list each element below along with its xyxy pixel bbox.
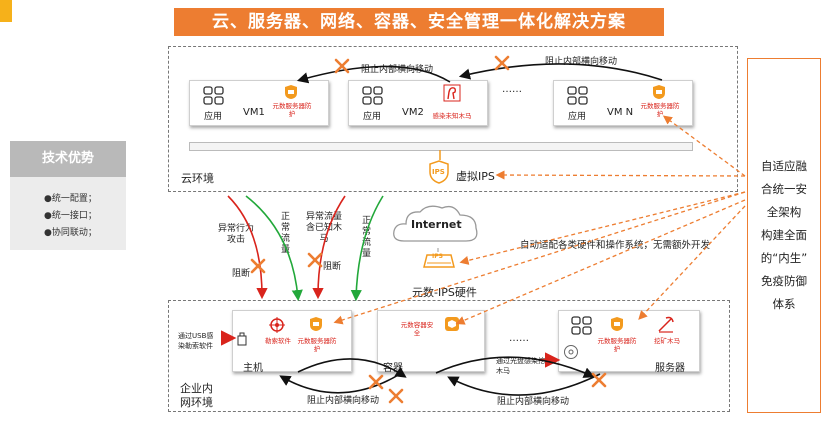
block-label: 阻断 <box>323 262 342 272</box>
cloud-bus <box>189 142 693 151</box>
flow-normal-label: 正常流量 <box>281 212 291 255</box>
corner-accent <box>0 0 12 22</box>
hw-ips-label: 元数-IPS硬件 <box>412 286 477 299</box>
usb-infection-text: 通过USB感染勒索软件 <box>178 332 214 350</box>
server-label: 服务器 <box>655 363 685 374</box>
adapt-text: 自动适配各类硬件和操作系统，无需额外开发 <box>520 240 711 251</box>
flow-abnormal-label: 异常行为攻击 <box>218 224 255 245</box>
vm1-name: VM1 <box>243 107 265 118</box>
miner-label: 挖矿木马 <box>654 337 680 345</box>
enterprise-label: 企业内网环境 <box>180 382 213 409</box>
host-label: 主机 <box>243 363 263 374</box>
usb-device-icon <box>237 332 247 346</box>
app-grid-icon <box>203 86 224 105</box>
internet-label: Internet <box>411 218 462 231</box>
advantages-list: ●统一配置； ●统一接口； ●协同联动； <box>10 177 126 250</box>
block-label: 阻断 <box>232 269 251 279</box>
abnormal-flow-arrow <box>312 195 346 300</box>
side-note-box: 自适应融 合统一安 全架构 构建全面 的“内生” 免疫防御 体系 <box>747 58 821 413</box>
ips-shield-icon <box>429 160 449 184</box>
side-note-line: 免疫防御 <box>761 274 807 288</box>
block-x-icon <box>250 252 323 274</box>
trojan-horse-icon <box>443 84 461 102</box>
abnormal-flow-arrow <box>227 195 268 300</box>
app-grid-icon <box>571 316 592 335</box>
advantage-item: ●协同联动； <box>44 228 97 238</box>
vm-ellipsis: …… <box>502 84 522 95</box>
ips-icon-text: IPS <box>432 168 445 176</box>
shield-badge-icon <box>285 85 297 99</box>
side-note-line: 合统一安 <box>761 182 807 196</box>
vm2-threat-label: 感染未知木马 <box>432 112 472 120</box>
container-agent-label: 元数容器安全 <box>400 321 434 337</box>
container-label: 容器 <box>383 363 403 374</box>
server-card[interactable]: 元数服务器防护 挖矿木马 服务器 <box>558 310 700 374</box>
ransomware-label: 勒索软件 <box>265 337 291 345</box>
block-lateral-label: 阻止内部横向移动 <box>307 396 380 406</box>
flow-normal-label: 正常流量 <box>362 216 372 259</box>
shield-badge-icon <box>611 317 623 331</box>
side-note-line: 体系 <box>772 297 796 311</box>
target-icon <box>269 317 285 333</box>
app-grid-icon <box>362 86 383 105</box>
shield-badge-icon <box>653 85 665 99</box>
vmn-name: VM N <box>607 107 634 118</box>
host-agent-label: 元数服务器防护 <box>297 337 337 353</box>
vm2-name: VM2 <box>402 107 424 118</box>
mining-icon <box>658 316 674 333</box>
vm2-app-label: 应用 <box>363 112 382 122</box>
block-lateral-label: 阻止内部横向移动 <box>361 65 434 75</box>
server-agent-label: 元数服务器防护 <box>597 337 637 353</box>
advantages-heading: 技术优势 <box>10 141 126 177</box>
side-note-text: 自适应融 合统一安 全架构 构建全面 的“内生” 免疫防御 体系 <box>748 155 820 316</box>
container-shield-icon <box>445 317 459 331</box>
app-grid-icon <box>567 86 588 105</box>
side-note-line: 构建全面 <box>761 228 807 242</box>
advantage-item: ●统一接口； <box>44 211 97 221</box>
page-title: 云、服务器、网络、容器、安全管理一体化解决方案 <box>174 8 664 36</box>
disc-infection-text: 通过光盘感染挖矿木马 <box>496 357 552 375</box>
block-lateral-label: 阻止内部横向移动 <box>497 397 570 407</box>
vm1-card[interactable]: 应用 VM1 元数服务器防护 <box>189 80 329 126</box>
vm1-app-label: 应用 <box>204 112 223 122</box>
vmn-app-label: 应用 <box>568 112 587 122</box>
hw-ips-icon-text: IPS <box>432 253 443 260</box>
vmn-agent-label: 元数服务器防护 <box>640 102 680 118</box>
container-card[interactable]: 元数容器安全 容器 <box>377 310 485 374</box>
virtual-ips-label: 虚拟IPS <box>456 170 495 183</box>
vm2-card[interactable]: 应用 VM2 感染未知木马 <box>348 80 488 126</box>
disc-icon <box>564 345 578 359</box>
side-note-line: 自适应融 <box>761 159 807 173</box>
host-card[interactable]: 勒索软件 元数服务器防护 主机 <box>232 310 352 374</box>
vm1-agent-label: 元数服务器防护 <box>272 102 312 118</box>
flow-abnormal-known-label: 异常流量含已知木马 <box>306 212 343 244</box>
cloud-label: 云环境 <box>181 172 214 185</box>
block-lateral-label: 阻止内部横向移动 <box>545 57 618 67</box>
shield-badge-icon <box>310 317 322 331</box>
container-ellipsis: …… <box>509 333 529 344</box>
side-note-line: 的“内生” <box>760 251 808 265</box>
vmn-card[interactable]: 应用 VM N 元数服务器防护 <box>553 80 693 126</box>
advantage-item: ●统一配置； <box>44 194 97 204</box>
side-note-line: 全架构 <box>766 205 802 219</box>
